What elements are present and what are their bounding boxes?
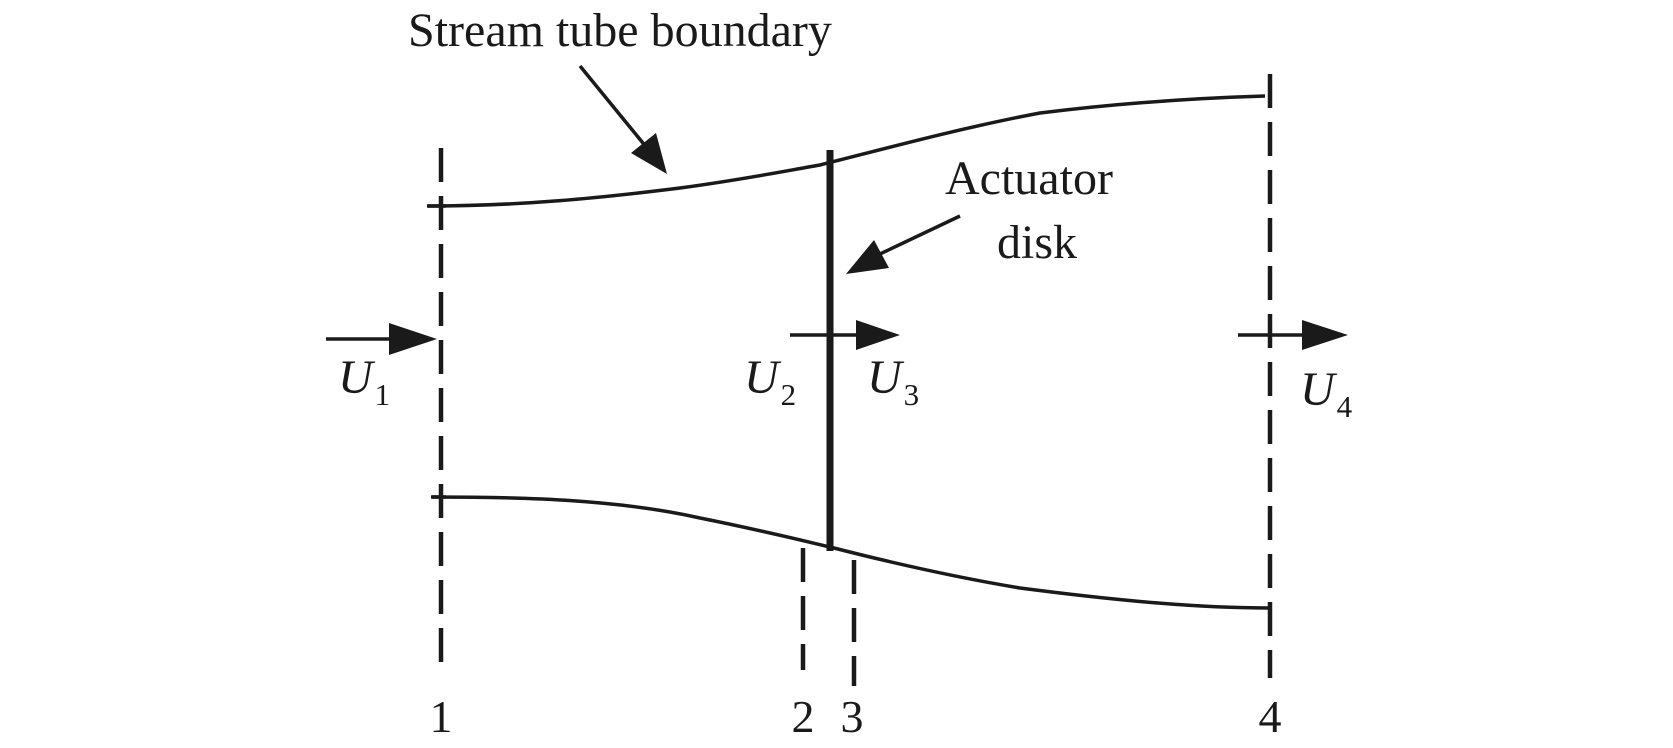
stream-tube-lower-boundary — [431, 495, 1271, 610]
velocity-u2-subscript: 2 — [781, 377, 797, 412]
velocity-label-u4: U4 — [1300, 363, 1353, 424]
velocity-u3-symbol: U — [867, 351, 905, 404]
station-label-2: 2 — [792, 691, 815, 742]
velocity-u1-subscript: 1 — [375, 377, 391, 412]
actuator-disk-label-line1: Actuator — [945, 152, 1113, 205]
stream-tube-pointer-arrowhead — [631, 133, 667, 174]
velocity-u3-subscript: 3 — [904, 377, 920, 412]
velocity-u4-subscript: 4 — [1337, 389, 1353, 424]
velocity-u4-symbol: U — [1300, 363, 1338, 416]
stream-tube-upper-boundary — [427, 94, 1266, 208]
flow-arrow-u1-arrowhead — [389, 323, 437, 355]
station-label-1: 1 — [430, 691, 453, 742]
station-label-4: 4 — [1259, 691, 1282, 742]
station-label-3: 3 — [841, 691, 864, 742]
actuator-disk-pointer-shaft — [879, 214, 961, 256]
stream-tube-boundary-label: Stream tube boundary — [408, 4, 832, 57]
velocity-u1-symbol: U — [338, 351, 376, 404]
actuator-disk-label-line2: disk — [997, 216, 1077, 269]
flow-arrow-u4-arrowhead — [1302, 320, 1348, 350]
stream-tube-pointer-shaft — [578, 64, 649, 150]
velocity-u2-symbol: U — [744, 351, 782, 404]
velocity-label-u2: U2 — [744, 351, 796, 412]
velocity-label-u3: U3 — [867, 351, 919, 412]
actuator-disk-pointer-arrowhead — [846, 240, 889, 274]
flow-arrow-disk-arrowhead — [856, 320, 900, 350]
velocity-label-u1: U1 — [338, 351, 390, 412]
